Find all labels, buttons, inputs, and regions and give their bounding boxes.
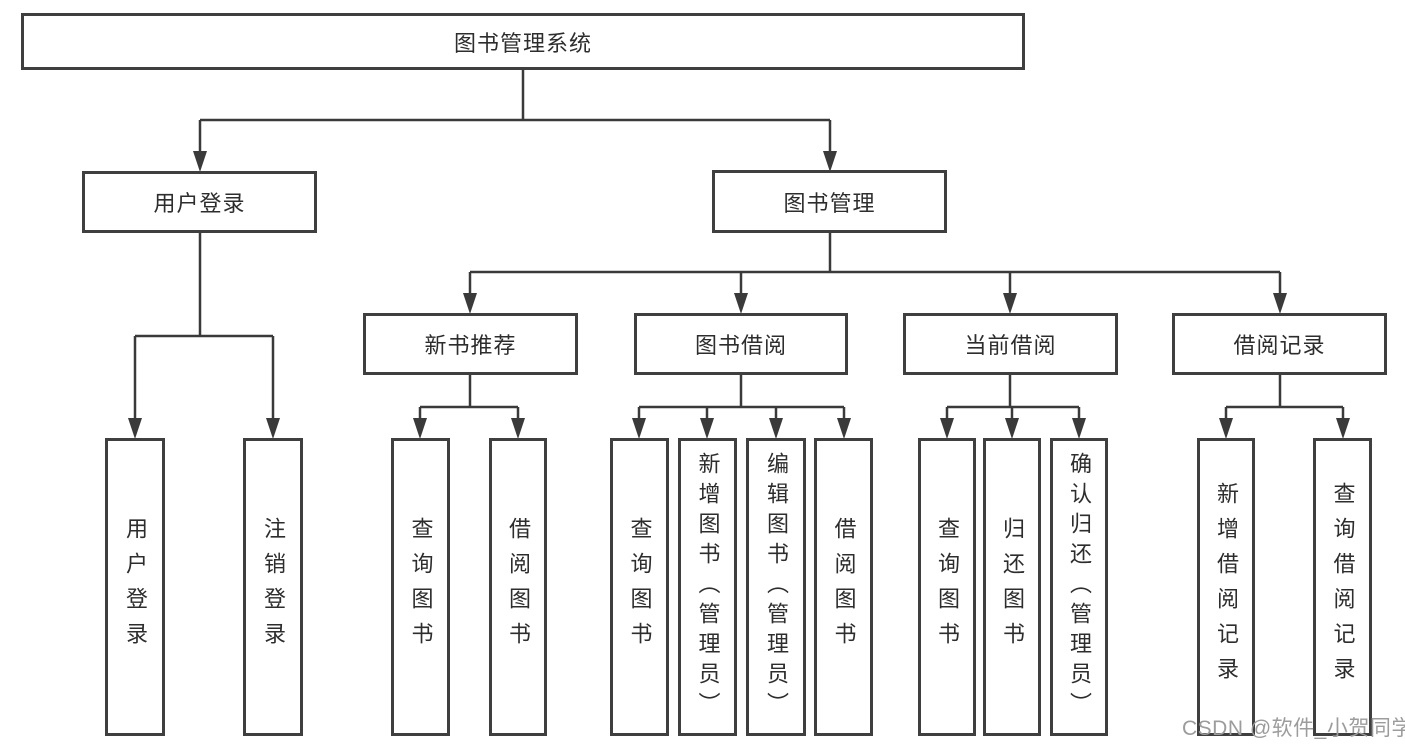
watermark: CSDN @软件_小贺同学 <box>1182 717 1405 740</box>
leaf-borrow-books-newbook-label: 借阅图书 <box>506 517 531 657</box>
leaf-query-books-current-label: 查询图书 <box>935 517 960 657</box>
leaf-edit-book-admin-label: 编辑图书（管理员） <box>764 452 789 722</box>
node-root-label: 图书管理系统 <box>453 30 592 56</box>
leaf-add-book-admin: 新增图书（管理员） <box>678 438 737 736</box>
leaf-return-books-label: 归还图书 <box>1000 517 1025 657</box>
leaf-borrow-books-borrow-label: 借阅图书 <box>831 517 857 657</box>
leaf-add-book-admin-label: 新增图书（管理员） <box>695 452 721 722</box>
leaf-borrow-books-borrow: 借阅图书 <box>814 438 873 736</box>
leaf-return-books: 归还图书 <box>983 438 1041 736</box>
leaf-confirm-return-admin: 确认归还（管理员） <box>1050 438 1108 736</box>
node-book-management: 图书管理 <box>712 170 947 233</box>
leaf-query-books-borrow-label: 查询图书 <box>627 517 653 657</box>
leaf-query-books-newbook: 查询图书 <box>391 438 450 736</box>
node-root: 图书管理系统 <box>21 13 1025 70</box>
node-book-borrowing: 图书借阅 <box>634 313 848 375</box>
leaf-query-borrow-record-label: 查询借阅记录 <box>1330 482 1356 692</box>
leaf-user-login-label: 用户登录 <box>123 517 148 657</box>
leaf-logout: 注销登录 <box>243 438 303 736</box>
node-current-borrowing-label: 当前借阅 <box>964 333 1057 358</box>
node-new-book-recommendation-label: 新书推荐 <box>424 333 517 358</box>
node-book-management-label: 图书管理 <box>783 190 876 216</box>
node-user-login-label: 用户登录 <box>153 191 246 216</box>
leaf-query-books-newbook-label: 查询图书 <box>408 517 434 657</box>
node-book-borrowing-label: 图书借阅 <box>694 333 787 358</box>
leaf-confirm-return-admin-label: 确认归还（管理员） <box>1067 452 1092 722</box>
leaf-user-login: 用户登录 <box>105 438 165 736</box>
node-current-borrowing: 当前借阅 <box>903 313 1118 375</box>
leaf-query-borrow-record: 查询借阅记录 <box>1313 438 1372 736</box>
leaf-add-borrow-record: 新增借阅记录 <box>1197 438 1255 736</box>
leaf-query-books-current: 查询图书 <box>918 438 976 736</box>
leaf-query-books-borrow: 查询图书 <box>610 438 669 736</box>
node-borrowing-records: 借阅记录 <box>1172 313 1387 375</box>
leaf-add-borrow-record-label: 新增借阅记录 <box>1214 482 1239 692</box>
leaf-borrow-books-newbook: 借阅图书 <box>489 438 547 736</box>
leaf-logout-label: 注销登录 <box>261 517 286 657</box>
node-user-login: 用户登录 <box>82 171 317 233</box>
leaf-edit-book-admin: 编辑图书（管理员） <box>746 438 806 736</box>
node-new-book-recommendation: 新书推荐 <box>363 313 578 375</box>
node-borrowing-records-label: 借阅记录 <box>1233 333 1326 358</box>
